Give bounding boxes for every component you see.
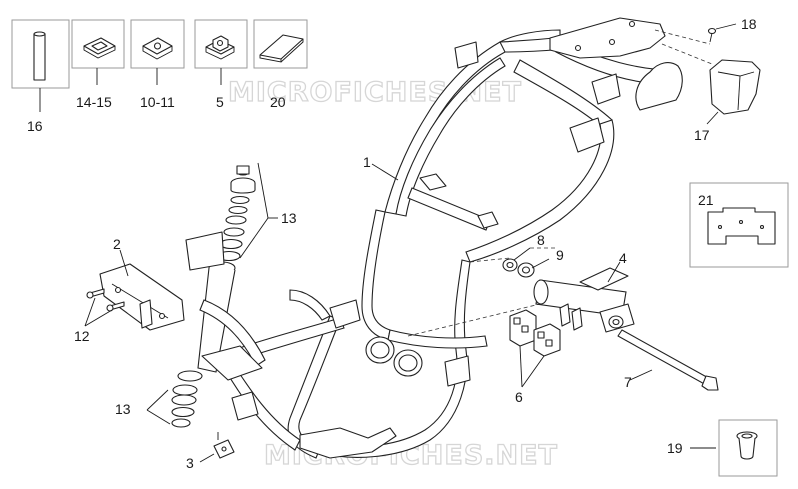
callout-13-lower: 13 xyxy=(115,401,131,417)
main-frame[interactable] xyxy=(223,17,683,459)
callout-1: 1 xyxy=(363,154,371,170)
part-21-box[interactable] xyxy=(689,182,789,268)
callout-2: 2 xyxy=(113,236,121,252)
bolts-part-12[interactable] xyxy=(86,288,125,312)
callout-20: 20 xyxy=(270,94,286,110)
callout-14-15: 14-15 xyxy=(76,94,112,110)
callout-7: 7 xyxy=(624,374,632,390)
bracket-part-2[interactable] xyxy=(99,263,185,331)
part-10-11-box[interactable] xyxy=(130,19,185,69)
part-14-15-clip-nut xyxy=(83,37,116,59)
part-5-cage-nut xyxy=(205,35,235,60)
steering-bearing-stack-upper[interactable] xyxy=(217,165,256,262)
nut-part-9[interactable] xyxy=(517,262,535,278)
callout-18: 18 xyxy=(741,16,757,32)
part-16-box[interactable] xyxy=(11,19,70,89)
part-19-box[interactable] xyxy=(718,419,778,477)
callout-10-11: 10-11 xyxy=(140,94,175,110)
callout-17: 17 xyxy=(694,127,710,143)
callout-12: 12 xyxy=(74,328,90,344)
washer-part-8[interactable] xyxy=(502,258,518,272)
callout-8: 8 xyxy=(537,232,545,248)
callout-21: 21 xyxy=(698,192,714,208)
callout-3: 3 xyxy=(186,455,194,471)
engine-mount-arm-part-4[interactable] xyxy=(533,267,635,333)
callout-9: 9 xyxy=(556,247,564,263)
callout-13-upper: 13 xyxy=(281,210,297,226)
callout-6: 6 xyxy=(515,389,523,405)
part-10-11-clip-nut xyxy=(142,37,173,60)
callout-16: 16 xyxy=(27,118,43,134)
part-20-box[interactable] xyxy=(253,19,308,69)
screw-part-18[interactable] xyxy=(707,27,717,43)
part-5-box[interactable] xyxy=(194,19,248,69)
callout-5: 5 xyxy=(216,94,224,110)
part-21-gasket xyxy=(707,207,776,245)
long-bolt-part-7[interactable] xyxy=(617,329,719,391)
steering-bearing-stack-lower[interactable] xyxy=(171,384,198,428)
part-14-15-box[interactable] xyxy=(71,19,125,69)
part-20-pad xyxy=(259,34,304,63)
cover-part-17[interactable] xyxy=(709,59,761,115)
part-19-grommet xyxy=(736,431,758,460)
head-tube[interactable] xyxy=(177,231,266,421)
clamp-part-3[interactable] xyxy=(213,432,235,459)
part-16-tube xyxy=(33,31,46,81)
callout-4: 4 xyxy=(619,250,627,266)
silentblocks-part-6[interactable] xyxy=(509,309,561,357)
callout-19: 19 xyxy=(667,440,683,456)
